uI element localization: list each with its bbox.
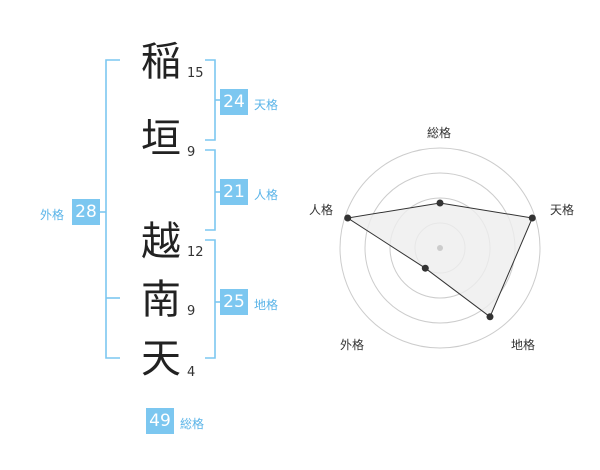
stroke-count-2: 9 <box>187 145 196 160</box>
stroke-count-3: 12 <box>187 245 204 260</box>
radar-axis-label-tenkaku: 天格 <box>550 203 575 217</box>
soukaku-value-badge: 49 <box>146 408 174 434</box>
chikaku-label: 地格 <box>254 298 279 312</box>
name-char-5: 天 <box>141 336 181 382</box>
jinkaku-value-badge: 21 <box>220 179 248 205</box>
tenkaku-label: 天格 <box>254 98 279 112</box>
chikaku-value-badge: 25 <box>220 289 248 315</box>
radar-point-4 <box>421 264 429 272</box>
name-char-2: 垣 <box>141 116 181 162</box>
radar-axis-label-gaikaku: 外格 <box>340 338 365 352</box>
soukaku-label: 総格 <box>180 417 205 431</box>
radar-ring-4 <box>339 147 541 349</box>
stroke-count-1: 15 <box>187 66 204 81</box>
radar-point-2 <box>528 214 536 222</box>
radar-axis-label-soukaku: 総格 <box>427 126 452 140</box>
radar-point-1 <box>436 199 444 207</box>
name-char-1: 稲 <box>141 39 181 85</box>
name-char-3: 越 <box>141 219 181 265</box>
radar-point-5 <box>344 214 352 222</box>
stroke-count-5: 4 <box>187 365 196 380</box>
radar-polygon <box>346 202 534 318</box>
radar-point-3 <box>486 313 494 321</box>
name-char-4: 南 <box>141 277 181 323</box>
tenkaku-value-badge: 24 <box>220 89 248 115</box>
gaikaku-value-badge: 28 <box>72 199 100 225</box>
radar-center-dot <box>437 245 443 251</box>
radar-axis-label-jinkaku: 人格 <box>309 203 334 217</box>
gaikaku-label: 外格 <box>40 208 65 222</box>
stroke-count-4: 9 <box>187 304 196 319</box>
jinkaku-label: 人格 <box>254 188 279 202</box>
radar-axis-label-chikaku: 地格 <box>511 338 536 352</box>
